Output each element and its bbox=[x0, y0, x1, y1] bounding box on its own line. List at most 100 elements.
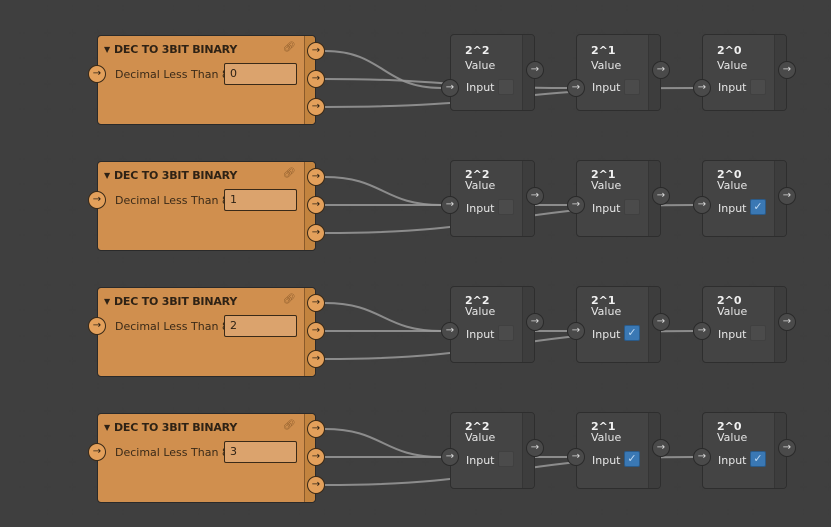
bit-value-output-port[interactable]: → bbox=[778, 187, 796, 205]
triangle-down-icon[interactable]: ▼ bbox=[104, 171, 110, 180]
bit-output-port-0[interactable]: → bbox=[307, 224, 325, 242]
input-checkbox[interactable] bbox=[750, 79, 766, 95]
bit-output-port-2[interactable]: → bbox=[307, 294, 325, 312]
bit-value-node-2-pow-0[interactable]: 2^0 Value Input bbox=[702, 286, 787, 363]
triangle-down-icon[interactable]: ▼ bbox=[104, 423, 110, 432]
input-label: Input bbox=[592, 81, 621, 94]
bit-output-port-1[interactable]: → bbox=[307, 70, 325, 88]
bit-node-title: 2^0 bbox=[717, 420, 742, 433]
decimal-input-field[interactable]: 1 bbox=[224, 189, 297, 211]
decimal-input-label: Decimal Less Than 8 bbox=[115, 68, 229, 81]
bit-value-node-2-pow-0[interactable]: 2^0 Value Input bbox=[702, 34, 787, 111]
input-checkbox[interactable]: ✓ bbox=[750, 451, 766, 467]
bit-value-output-port[interactable]: → bbox=[526, 439, 544, 457]
input-checkbox[interactable] bbox=[498, 79, 514, 95]
bit-value-output-port[interactable]: → bbox=[778, 439, 796, 457]
bit-value-node-2-pow-2[interactable]: 2^2 Value Input bbox=[450, 160, 535, 237]
input-checkbox[interactable]: ✓ bbox=[750, 199, 766, 215]
input-checkbox[interactable] bbox=[624, 199, 640, 215]
bit-input-port[interactable]: → bbox=[441, 322, 459, 340]
bit-value-output-port[interactable]: → bbox=[778, 313, 796, 331]
decimal-input-port[interactable]: → bbox=[88, 443, 106, 461]
arrow-right-icon: → bbox=[445, 325, 455, 336]
bit-value-output-port[interactable]: → bbox=[652, 313, 670, 331]
bit-input-port[interactable]: → bbox=[567, 322, 585, 340]
bit-output-port-0[interactable]: → bbox=[307, 98, 325, 116]
bit-output-port-2[interactable]: → bbox=[307, 42, 325, 60]
decimal-input-field[interactable]: 2 bbox=[224, 315, 297, 337]
node-title[interactable]: ▼DEC TO 3BIT BINARY bbox=[104, 421, 237, 434]
link-icon[interactable]: 🔗︎ bbox=[283, 420, 296, 431]
bit-value-node-2-pow-2[interactable]: 2^2 Value Input bbox=[450, 286, 535, 363]
bit-output-port-2[interactable]: → bbox=[307, 420, 325, 438]
bit-input-port[interactable]: → bbox=[693, 322, 711, 340]
bit-input-port[interactable]: → bbox=[441, 196, 459, 214]
input-checkbox[interactable]: ✓ bbox=[624, 325, 640, 341]
input-checkbox[interactable] bbox=[498, 325, 514, 341]
triangle-down-icon[interactable]: ▼ bbox=[104, 45, 110, 54]
decimal-input-port[interactable]: → bbox=[88, 317, 106, 335]
bit-node-title: 2^1 bbox=[591, 420, 616, 433]
bit-output-port-1[interactable]: → bbox=[307, 196, 325, 214]
bit-input-port[interactable]: → bbox=[441, 79, 459, 97]
decimal-input-field[interactable]: 3 bbox=[224, 441, 297, 463]
decimal-input-field[interactable]: 0 bbox=[224, 63, 297, 85]
bit-value-node-2-pow-2[interactable]: 2^2 Value Input bbox=[450, 34, 535, 111]
arrow-right-icon: → bbox=[530, 442, 540, 453]
input-checkbox[interactable] bbox=[498, 199, 514, 215]
bit-value-output-port[interactable]: → bbox=[778, 61, 796, 79]
bit-input-port[interactable]: → bbox=[567, 448, 585, 466]
input-checkbox[interactable] bbox=[498, 451, 514, 467]
link-icon[interactable]: 🔗︎ bbox=[283, 168, 296, 179]
bit-node-title: 2^2 bbox=[465, 44, 490, 57]
bit-output-port-2[interactable]: → bbox=[307, 168, 325, 186]
bit-value-output-port[interactable]: → bbox=[526, 61, 544, 79]
arrow-right-icon: → bbox=[571, 82, 581, 93]
bit-output-port-1[interactable]: → bbox=[307, 322, 325, 340]
link-icon[interactable]: 🔗︎ bbox=[283, 42, 296, 53]
bit-value-node-2-pow-0[interactable]: 2^0 Value Input ✓ bbox=[702, 412, 787, 489]
bit-node-title: 2^1 bbox=[591, 44, 616, 57]
bit-value-output-port[interactable]: → bbox=[526, 187, 544, 205]
input-checkbox[interactable] bbox=[750, 325, 766, 341]
decimal-input-port[interactable]: → bbox=[88, 191, 106, 209]
bit-value-output-port[interactable]: → bbox=[526, 313, 544, 331]
bit-value-node-2-pow-1[interactable]: 2^1 Value Input ✓ bbox=[576, 286, 661, 363]
checkmark-icon: ✓ bbox=[627, 452, 637, 465]
triangle-down-icon[interactable]: ▼ bbox=[104, 297, 110, 306]
link-icon[interactable]: 🔗︎ bbox=[283, 294, 296, 305]
arrow-right-icon: → bbox=[311, 101, 321, 112]
bit-value-node-2-pow-1[interactable]: 2^1 Value Input bbox=[576, 34, 661, 111]
bit-input-port[interactable]: → bbox=[567, 196, 585, 214]
arrow-right-icon: → bbox=[782, 442, 792, 453]
bit-output-port-0[interactable]: → bbox=[307, 350, 325, 368]
bit-output-port-0[interactable]: → bbox=[307, 476, 325, 494]
bit-input-port[interactable]: → bbox=[693, 448, 711, 466]
bit-value-output-port[interactable]: → bbox=[652, 187, 670, 205]
bit-input-port[interactable]: → bbox=[441, 448, 459, 466]
dec-to-3bit-binary-node[interactable]: ▼DEC TO 3BIT BINARY 🔗︎ Decimal Less Than… bbox=[97, 413, 316, 503]
node-title[interactable]: ▼DEC TO 3BIT BINARY bbox=[104, 169, 237, 182]
arrow-right-icon: → bbox=[92, 68, 102, 79]
dec-to-3bit-binary-node[interactable]: ▼DEC TO 3BIT BINARY 🔗︎ Decimal Less Than… bbox=[97, 161, 316, 251]
bit-input-port[interactable]: → bbox=[567, 79, 585, 97]
bit-value-node-2-pow-2[interactable]: 2^2 Value Input bbox=[450, 412, 535, 489]
binary-row: ▼DEC TO 3BIT BINARY 🔗︎ Decimal Less Than… bbox=[0, 252, 831, 378]
value-label: Value bbox=[591, 59, 622, 72]
bit-value-output-port[interactable]: → bbox=[652, 61, 670, 79]
bit-input-port[interactable]: → bbox=[693, 79, 711, 97]
node-title[interactable]: ▼DEC TO 3BIT BINARY bbox=[104, 295, 237, 308]
bit-value-output-port[interactable]: → bbox=[652, 439, 670, 457]
bit-value-node-2-pow-1[interactable]: 2^1 Value Input bbox=[576, 160, 661, 237]
decimal-input-port[interactable]: → bbox=[88, 65, 106, 83]
bit-input-port[interactable]: → bbox=[693, 196, 711, 214]
node-title[interactable]: ▼DEC TO 3BIT BINARY bbox=[104, 43, 237, 56]
bit-value-node-2-pow-0[interactable]: 2^0 Value Input ✓ bbox=[702, 160, 787, 237]
dec-to-3bit-binary-node[interactable]: ▼DEC TO 3BIT BINARY 🔗︎ Decimal Less Than… bbox=[97, 287, 316, 377]
input-checkbox[interactable]: ✓ bbox=[624, 451, 640, 467]
dec-to-3bit-binary-node[interactable]: ▼DEC TO 3BIT BINARY 🔗︎ Decimal Less Than… bbox=[97, 35, 316, 125]
input-checkbox[interactable] bbox=[624, 79, 640, 95]
bit-value-node-2-pow-1[interactable]: 2^1 Value Input ✓ bbox=[576, 412, 661, 489]
bit-output-port-1[interactable]: → bbox=[307, 448, 325, 466]
